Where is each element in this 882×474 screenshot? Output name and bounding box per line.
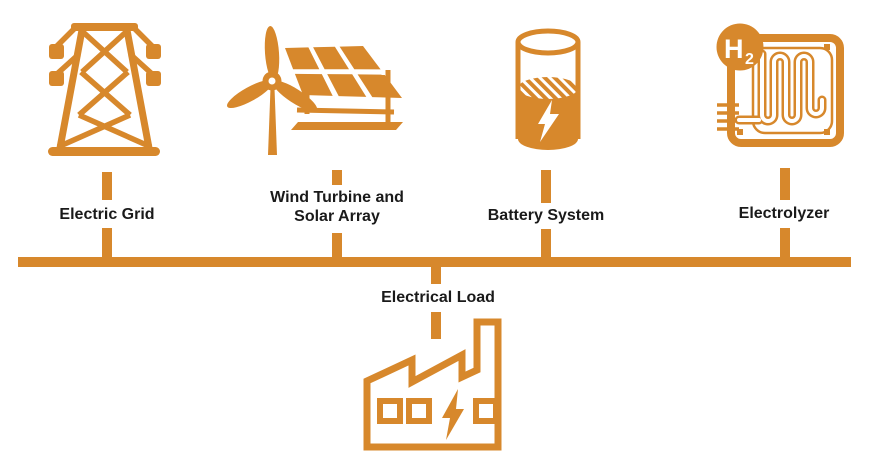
wind-solar-label-line2: Solar Array xyxy=(294,208,380,225)
connector-dash xyxy=(332,170,342,185)
wind-solar-label-line1: Wind Turbine and xyxy=(270,189,404,206)
h2-badge-subscript: 2 xyxy=(745,51,754,68)
h2-badge-text: H xyxy=(724,34,744,64)
wind-turbine-and-solar-array-icon xyxy=(227,26,403,155)
electrical-bus-line xyxy=(18,257,851,267)
connector-dash xyxy=(541,170,551,203)
connector-dash xyxy=(780,168,790,200)
connector-dash xyxy=(332,233,342,257)
electrical-load-label: Electrical Load xyxy=(381,289,495,306)
connector-dash xyxy=(102,172,112,200)
hydrogen-electrolyzer-icon: H 2 xyxy=(716,23,844,147)
lightning-bolt-glyph xyxy=(538,100,559,142)
battery-cell-icon xyxy=(515,28,581,150)
connector-dash xyxy=(431,267,441,284)
serpentine-channel xyxy=(734,49,827,126)
battery-system-label: Battery System xyxy=(487,207,605,224)
electrolyzer-label: Electrolyzer xyxy=(738,205,830,222)
electric-grid-label: Electric Grid xyxy=(59,206,155,223)
h2-badge xyxy=(716,23,764,71)
factory-windows xyxy=(377,398,499,424)
connector-dash xyxy=(780,228,790,257)
factory-icon xyxy=(363,318,502,451)
connector-dash xyxy=(102,228,112,257)
wind-turbine xyxy=(227,26,318,155)
connector-dash xyxy=(541,229,551,257)
solar-panel-cells xyxy=(285,46,403,130)
transmission-tower-icon xyxy=(48,23,161,156)
connector-dash xyxy=(431,312,441,339)
wind-solar-label: Wind Turbine and Solar Array xyxy=(270,188,404,226)
lightning-bolt-glyph xyxy=(442,389,464,440)
